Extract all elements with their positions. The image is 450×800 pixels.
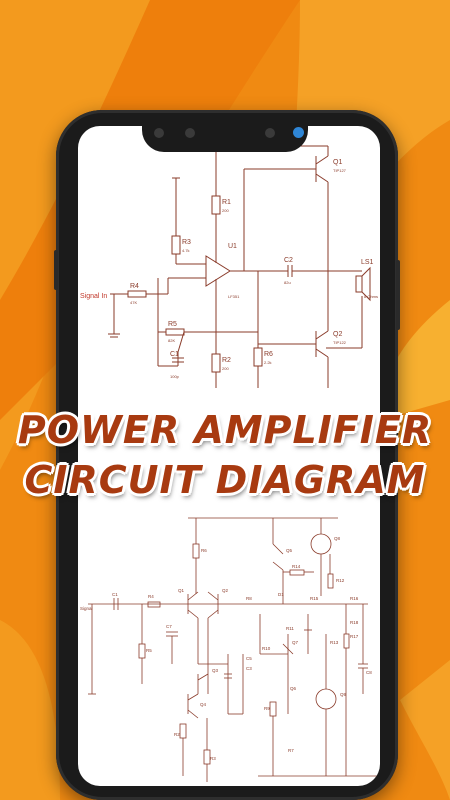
label-r5-val: 82K	[168, 338, 175, 343]
label-b-r17: R17	[350, 634, 359, 639]
label-u1: U1	[228, 243, 237, 250]
label-q2-part: TIP122	[333, 340, 347, 345]
signal-in-label: Signal In	[80, 293, 107, 300]
label-b-q5: Q5	[286, 548, 293, 553]
label-b-r10: R10	[262, 646, 271, 651]
label-c1: C1	[170, 351, 179, 358]
amplifier-schematic-top: Signal In Q1 TIP127 Q2 TIP122 U1 LF351 R…	[80, 145, 378, 388]
amplifier-schematic-bottom: R6 Q5 Q8 R14 R12 C1 R4 Q1 Q2 R8 D1 R15 R…	[80, 517, 378, 782]
label-b-c7: C7	[166, 624, 172, 629]
label-b-signal: Signal	[80, 606, 93, 611]
label-ls1: LS1	[361, 259, 374, 266]
front-camera-icon	[293, 127, 304, 138]
phone-volume-button	[54, 250, 58, 290]
label-b-q8: Q8	[334, 536, 341, 541]
label-r4-val: 47K	[130, 300, 137, 305]
label-b-r5: R5	[146, 648, 152, 653]
label-r1-val: 200	[222, 208, 229, 213]
label-b-r11: R11	[286, 626, 294, 631]
label-b-q7: Q7	[292, 640, 299, 645]
label-b-r14: R14	[292, 564, 301, 569]
label-r3: R3	[182, 239, 191, 246]
label-q2: Q2	[333, 331, 342, 338]
label-b-r15: R15	[310, 596, 319, 601]
label-u1-part: LF351	[228, 294, 240, 299]
title-line-1: POWER AMPLIFIER	[17, 408, 433, 452]
label-b-r4: R4	[148, 594, 154, 599]
label-q1: Q1	[333, 159, 342, 166]
label-b-c8: C8	[366, 670, 372, 675]
label-b-r3: R3	[210, 756, 216, 761]
label-b-r9: R9	[264, 706, 270, 711]
label-c1-val: 100p	[170, 374, 180, 379]
label-b-c3: C3	[246, 666, 252, 671]
label-b-q9: Q9	[340, 692, 347, 697]
label-c2: C2	[284, 257, 293, 264]
label-b-r12: R12	[336, 578, 345, 583]
title-line-2: CIRCUIT DIAGRAM	[24, 458, 426, 502]
label-b-q4: Q4	[200, 702, 207, 707]
label-b-r6: R6	[201, 548, 207, 553]
label-r6: R6	[264, 351, 273, 358]
label-b-q6: Q6	[290, 686, 297, 691]
label-b-q3: Q3	[212, 668, 219, 673]
label-r1: R1	[222, 199, 231, 206]
label-b-r8: R8	[246, 596, 252, 601]
phone-power-button	[396, 260, 400, 330]
label-r6-val: 2.2k	[264, 360, 272, 365]
sensor-icon	[265, 128, 275, 138]
label-b-d1: D1	[278, 592, 284, 597]
sensor-icon	[185, 128, 195, 138]
label-r2: R2	[222, 357, 231, 364]
label-ls1-val: 8 Ohms	[364, 294, 378, 299]
label-b-r13: R13	[330, 640, 339, 645]
label-b-q2: Q2	[222, 588, 229, 593]
label-c2-val: 82u	[284, 280, 291, 285]
phone-notch	[142, 118, 308, 152]
promo-title: POWER AMPLIFIER CIRCUIT DIAGRAM	[0, 405, 450, 505]
label-b-r16: R16	[350, 596, 359, 601]
phone-screen: Signal In Q1 TIP127 Q2 TIP122 U1 LF351 R…	[78, 126, 380, 786]
label-b-q1: Q1	[178, 588, 185, 593]
label-q1-part: TIP127	[333, 168, 347, 173]
label-r2-val: 200	[222, 366, 229, 371]
label-r4: R4	[130, 283, 139, 290]
label-b-r18: R18	[350, 620, 359, 625]
label-r5: R5	[168, 321, 177, 328]
label-b-r7: R7	[288, 748, 294, 753]
label-b-c1: C1	[112, 592, 118, 597]
label-r3-val: 4.7k	[182, 248, 190, 253]
label-b-r2: R2	[174, 732, 180, 737]
sensor-icon	[154, 128, 164, 138]
label-b-c5: C5	[246, 656, 252, 661]
